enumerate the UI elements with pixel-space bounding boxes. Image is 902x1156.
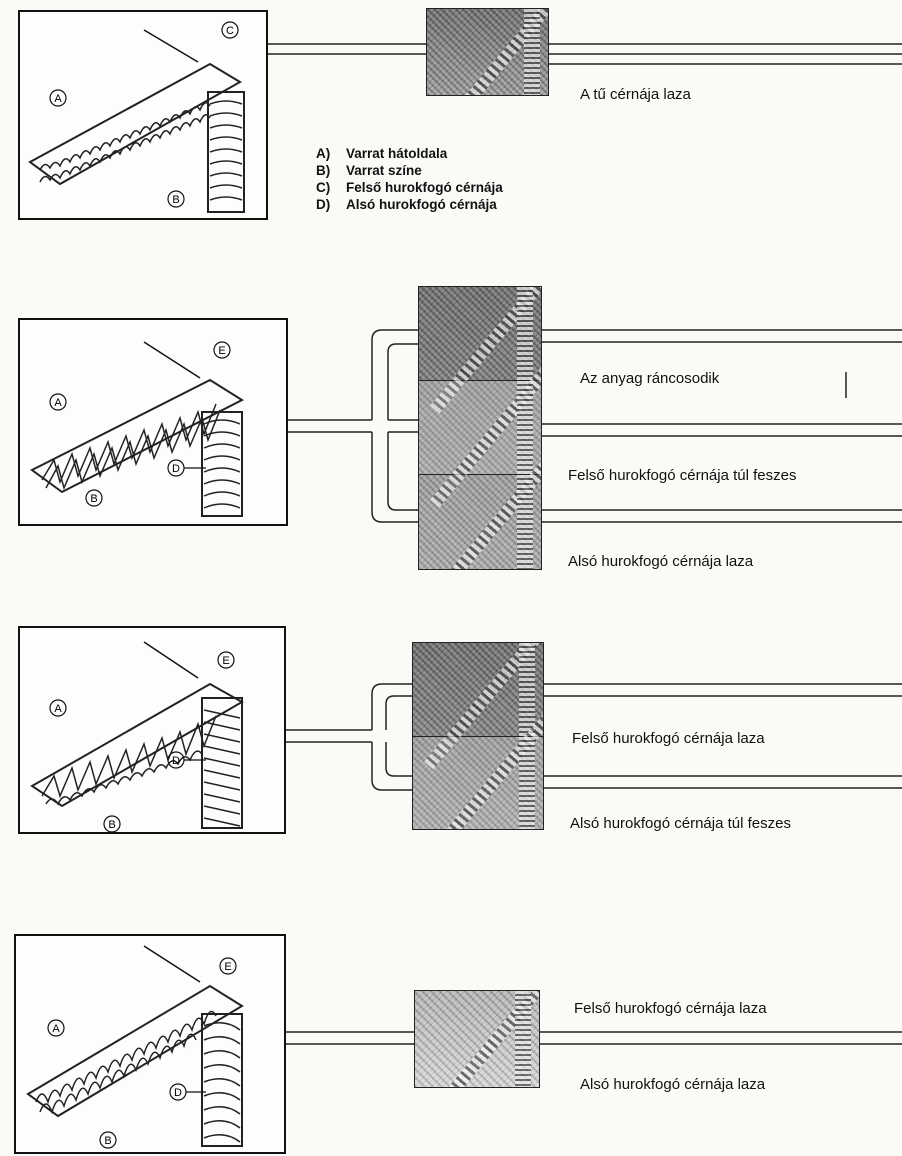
caption-needle-loose: A tű cérnája laza: [580, 86, 691, 103]
stitch-photo-3: [412, 642, 544, 830]
letter-a-1: A: [54, 93, 62, 105]
caption-lower-looper-loose: Alsó hurokfogó cérnája laza: [568, 553, 754, 570]
legend-item-d: D)Alsó hurokfogó cérnája: [316, 197, 497, 212]
letter-d-4: D: [174, 1087, 182, 1099]
letter-a-2: A: [54, 397, 62, 409]
letter-b-3: B: [108, 819, 115, 831]
letter-d-2: D: [172, 463, 180, 475]
letter-b-1: B: [172, 194, 179, 206]
letter-a-4: A: [52, 1023, 60, 1035]
letter-e-4: E: [224, 961, 231, 973]
stitch-photo-2: [418, 286, 542, 570]
letter-d-3: D: [172, 755, 180, 767]
legend: A)Varrat hátoldala B)Varrat színe C)Fels…: [316, 145, 503, 213]
caption-upper-looper-loose-3: Felső hurokfogó cérnája laza: [572, 730, 765, 747]
stitch-photo-4: [414, 990, 540, 1088]
caption-lower-looper-tight: Alsó hurokfogó cérnája túl feszes: [570, 815, 791, 832]
stitch-diagram-3: A B D E: [18, 626, 286, 834]
caption-lower-looper-loose-4: Alsó hurokfogó cérnája laza: [580, 1076, 766, 1093]
letter-b-2: B: [90, 493, 97, 505]
legend-item-b: B)Varrat színe: [316, 163, 422, 178]
letter-e-3: E: [222, 655, 229, 667]
stitch-illustration-1: A B C: [28, 21, 245, 213]
letter-c-1: C: [226, 25, 234, 37]
stitch-diagram-1: A B C: [18, 10, 268, 220]
stitch-illustration-3: A B D E: [30, 641, 245, 833]
stitch-illustration-4: A B D E: [26, 945, 244, 1149]
stitch-diagram-2: A B D E: [18, 318, 288, 526]
letter-b-4: B: [104, 1135, 111, 1147]
caption-upper-looper-tight: Felső hurokfogó cérnája túl feszes: [568, 467, 797, 484]
stitch-photo-1: [426, 8, 549, 96]
stitch-diagram-4: A B D E: [14, 934, 286, 1154]
caption-upper-looper-loose-4: Felső hurokfogó cérnája laza: [574, 1000, 767, 1017]
caption-fabric-puckers: Az anyag ráncosodik: [580, 370, 720, 387]
legend-item-a: A)Varrat hátoldala: [316, 146, 448, 161]
letter-a-3: A: [54, 703, 62, 715]
letter-e-2: E: [218, 345, 225, 357]
legend-item-c: C)Felső hurokfogó cérnája: [316, 180, 503, 195]
stitch-illustration-2: A B D E: [30, 341, 245, 517]
